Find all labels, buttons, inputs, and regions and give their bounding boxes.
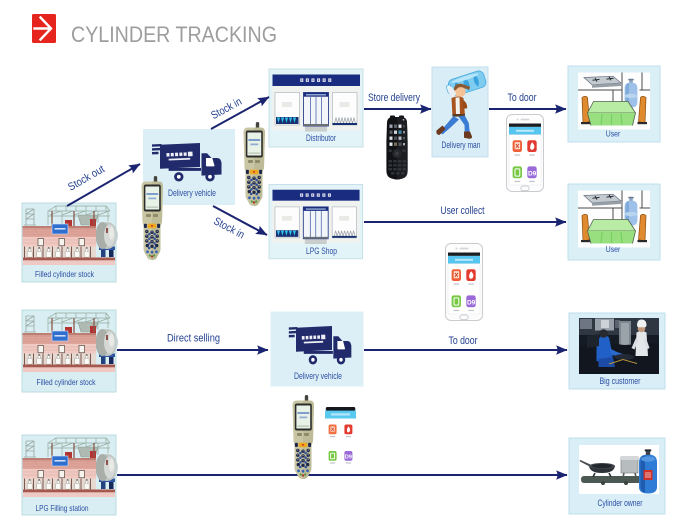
svg-text:To door: To door	[449, 335, 478, 347]
svg-text:Stock out: Stock out	[66, 163, 107, 193]
svg-text:Cylinder owner: Cylinder owner	[598, 498, 643, 509]
svg-text:Stock in: Stock in	[212, 215, 247, 241]
svg-text:To door: To door	[508, 92, 537, 104]
svg-text:Delivery vehicle: Delivery vehicle	[168, 188, 216, 199]
svg-text:CYLINDER TRACKING: CYLINDER TRACKING	[71, 22, 277, 47]
svg-text:Direct selling: Direct selling	[167, 333, 220, 345]
svg-text:User collect: User collect	[441, 205, 485, 217]
svg-text:User: User	[606, 129, 621, 139]
svg-text:Stock in: Stock in	[209, 96, 244, 122]
svg-text:Filled cylinder stock: Filled cylinder stock	[35, 269, 95, 279]
svg-text:User: User	[606, 244, 621, 254]
svg-text:Filled cylinder stock: Filled cylinder stock	[37, 377, 97, 387]
svg-text:Big customer: Big customer	[600, 376, 641, 387]
svg-text:LPG Filling station: LPG Filling station	[36, 503, 89, 513]
svg-text:Delivery vehicle: Delivery vehicle	[294, 371, 342, 382]
svg-text:Distributor: Distributor	[306, 133, 336, 144]
svg-text:Delivery man: Delivery man	[442, 140, 481, 151]
svg-text:LPG Shop: LPG Shop	[306, 246, 337, 257]
svg-text:Store delivery: Store delivery	[368, 92, 420, 104]
